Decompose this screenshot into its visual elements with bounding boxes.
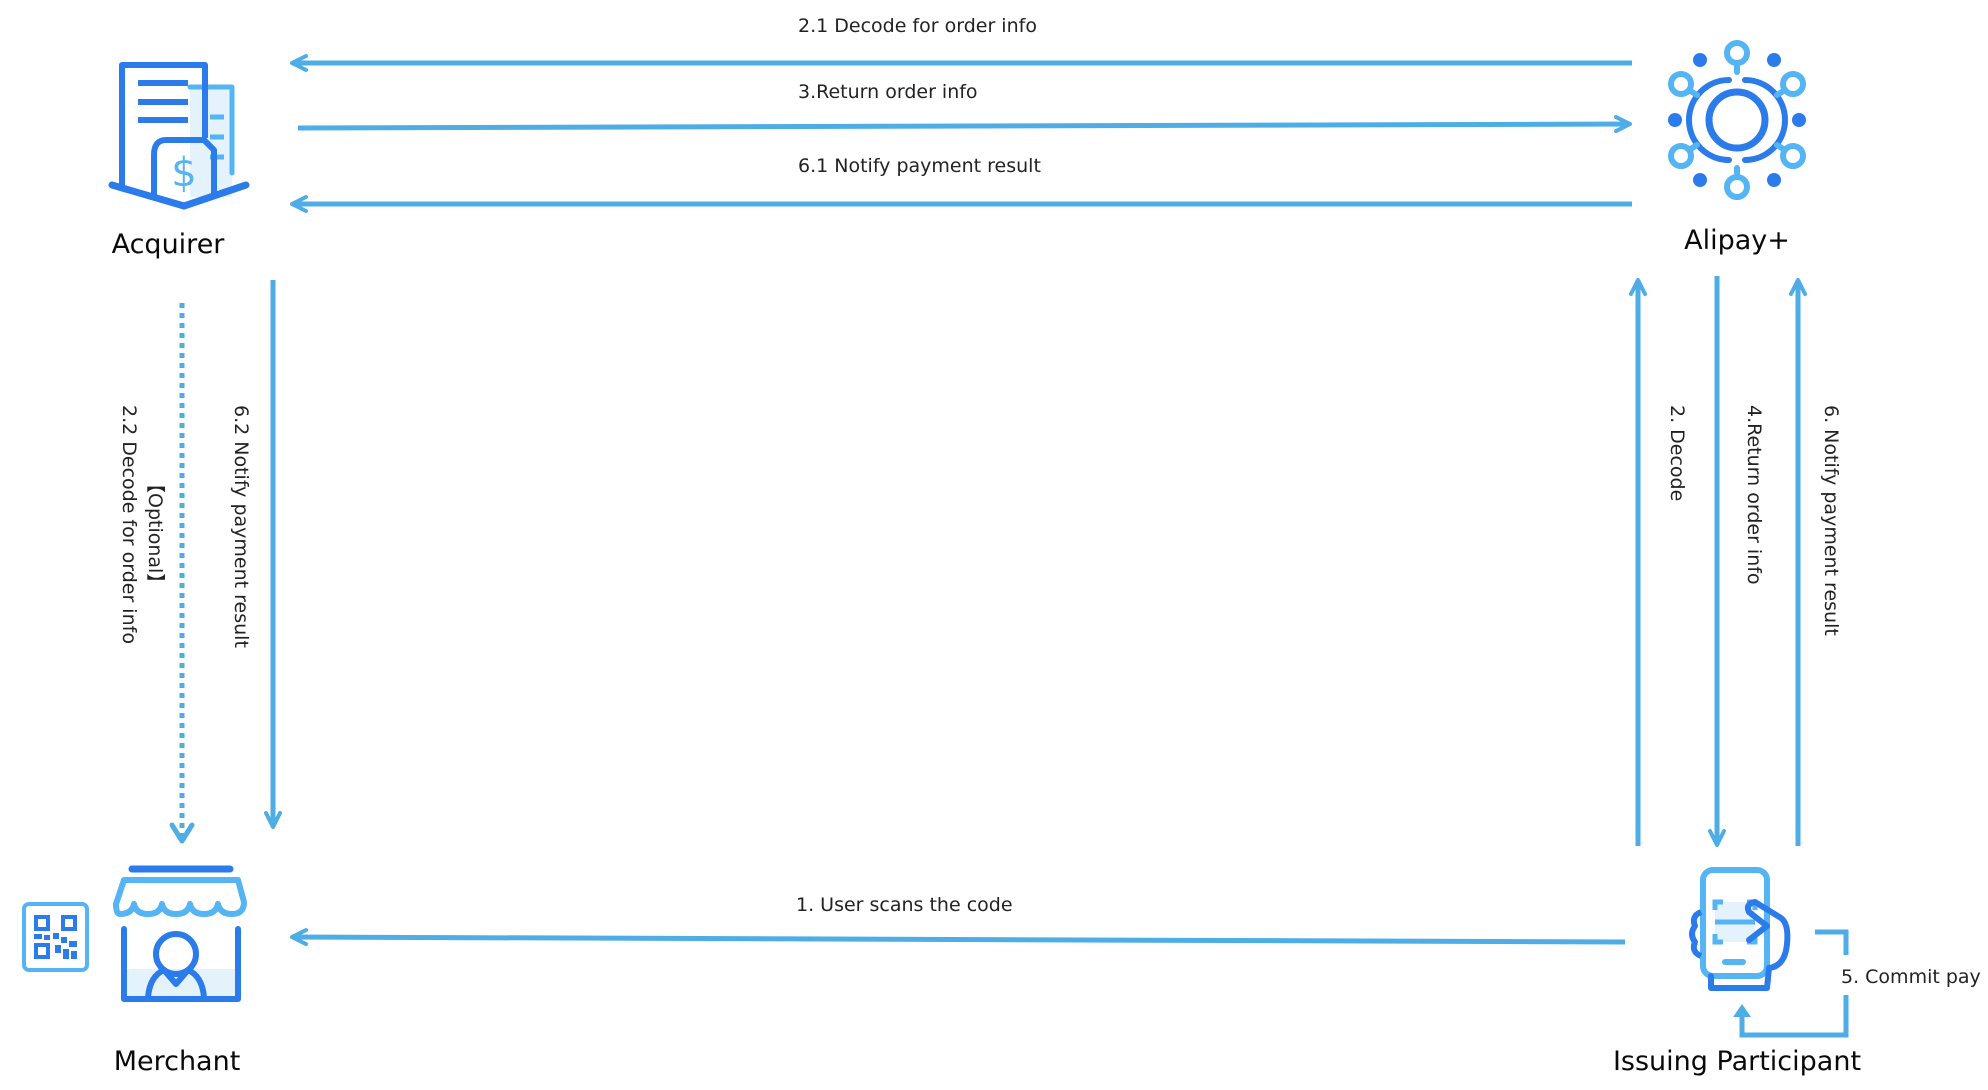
step-1-label: 1. User scans the code <box>796 894 1013 916</box>
arrow-step-1 <box>290 928 1626 947</box>
step-2-2-optional-label: 【Optional】 <box>144 474 166 593</box>
alipay-label: Alipay+ <box>1684 225 1790 256</box>
merchant-label: Merchant <box>113 1046 241 1077</box>
step-6-2-label: 6.2 Notify payment result <box>230 405 252 648</box>
arrow-step-5 <box>1739 929 1849 1038</box>
acquirer-label: Acquirer <box>111 229 225 260</box>
network-hub-icon <box>1668 40 1806 200</box>
qr-code-icon <box>22 902 89 972</box>
svg-text:$: $ <box>171 150 196 196</box>
arrow-step-3 <box>297 115 1632 134</box>
bank-building-dollar-icon: $ <box>108 62 250 210</box>
storefront-person-icon <box>113 865 247 1002</box>
step-2-2-label: 2.2 Decode for order info <box>118 405 140 644</box>
issuer-label: Issuing Participant <box>1612 1046 1862 1077</box>
step-6-1-label: 6.1 Notify payment result <box>798 155 1041 177</box>
step-5-label: 5. Commit pay <box>1841 966 1981 988</box>
step-2-1-label: 2.1 Decode for order info <box>798 15 1037 37</box>
step-2-label: 2. Decode <box>1666 405 1688 502</box>
step-3-label: 3.Return order info <box>798 81 978 103</box>
step-6-label: 6. Notify payment result <box>1820 405 1842 636</box>
phone-scan-hand-icon <box>1689 867 1791 991</box>
step-4-label: 4.Return order info <box>1743 405 1765 585</box>
